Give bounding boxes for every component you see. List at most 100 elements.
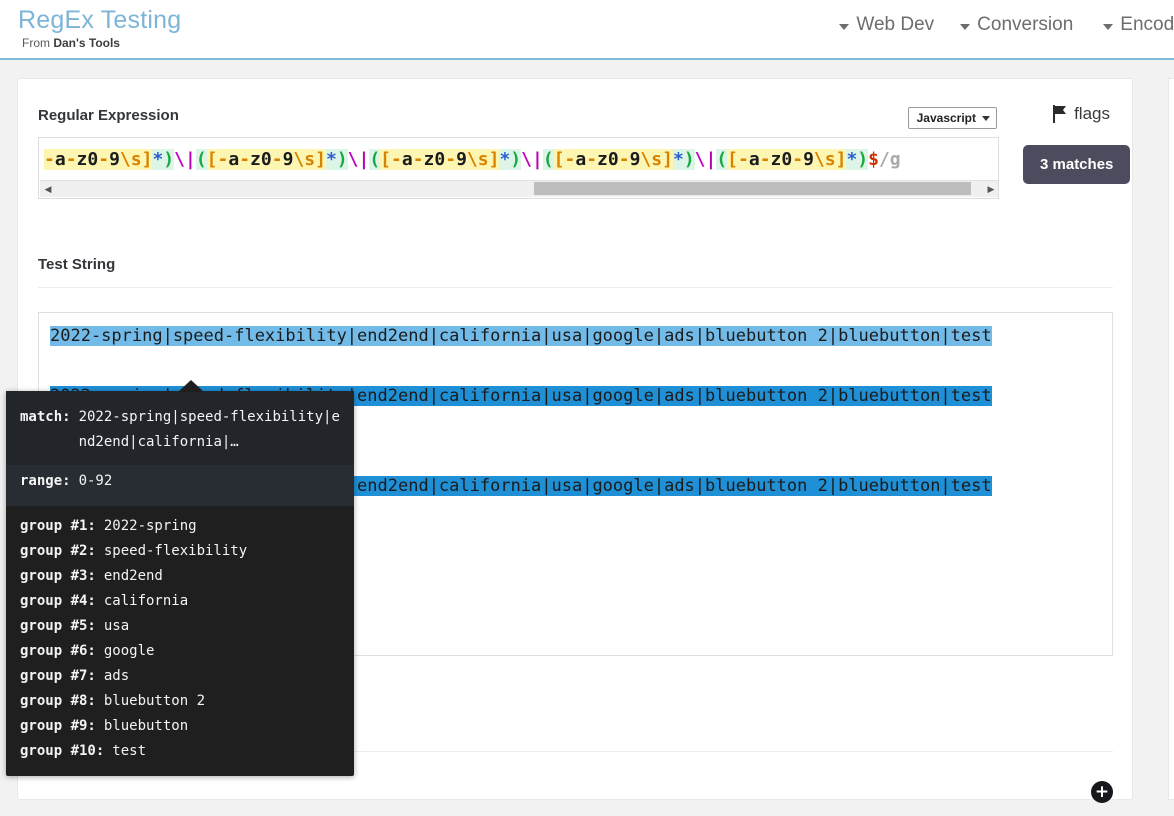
- nav-item-conversion[interactable]: Conversion: [960, 14, 1073, 36]
- regex-token-class: a: [228, 149, 240, 170]
- tooltip-group-value: california: [103, 593, 189, 609]
- tooltip-group-value: usa: [103, 618, 130, 634]
- regex-token-paren: (: [369, 149, 381, 170]
- language-select[interactable]: Javascript: [907, 107, 997, 129]
- flags-toggle[interactable]: flags: [1052, 104, 1110, 124]
- nav-item-web-dev[interactable]: Web Dev: [839, 14, 934, 36]
- match-highlight[interactable]: 2022-spring|speed-flexibility|end2end|ca…: [50, 326, 992, 346]
- regex-token-class: ]: [662, 149, 673, 170]
- regex-token-class: z0: [597, 149, 619, 170]
- tooltip-range-key: range:: [20, 473, 71, 489]
- regex-token-escape: \s: [119, 149, 142, 170]
- regex-pattern-text: -a-z0-9\s]*)\|([-a-z0-9\s]*)\|([-a-z0-9\…: [44, 145, 901, 175]
- regex-token-class: z0: [76, 149, 99, 170]
- regex-token-class: -: [412, 149, 424, 170]
- nav-item-label: Conversion: [977, 14, 1074, 35]
- regex-token-class: -: [65, 149, 77, 170]
- regex-token-class: ]: [835, 149, 847, 170]
- regex-token-class: [-: [206, 149, 229, 170]
- regex-token-alt: |: [705, 149, 717, 170]
- tooltip-group-key: group #6:: [20, 643, 96, 659]
- test-string-match-row[interactable]: 2022-spring|speed-flexibility|end2end|ca…: [50, 321, 1089, 351]
- tooltip-range-section: range: 0-92: [6, 465, 354, 506]
- brand[interactable]: RegEx Testing From Dan's Tools: [18, 6, 181, 50]
- regex-input[interactable]: -a-z0-9\s]*)\|([-a-z0-9\s]*)\|([-a-z0-9\…: [38, 137, 999, 199]
- regex-token-class: 9: [109, 149, 120, 170]
- regex-horizontal-scrollbar[interactable]: ◀ ▶: [40, 180, 998, 197]
- regex-token-class: [-: [553, 149, 576, 170]
- regex-token-paren: ): [336, 149, 348, 170]
- scroll-right-arrow-icon[interactable]: ▶: [987, 184, 995, 194]
- regex-token-paren: ): [683, 149, 695, 170]
- regex-token-class: [-: [727, 149, 749, 170]
- tooltip-groups-section: group #1: 2022-spring group #2: speed-flex…: [6, 506, 354, 768]
- regex-token-class: ]: [315, 149, 326, 170]
- regex-token-escape: \s: [293, 149, 316, 170]
- regex-token-class: 9: [629, 149, 641, 170]
- regex-token-escape: \: [521, 149, 532, 170]
- scrollbar-thumb[interactable]: [534, 182, 971, 195]
- regex-flags-suffix: /g: [878, 149, 901, 170]
- regex-token-class: a: [401, 149, 413, 170]
- tooltip-match-section: match: 2022-spring|speed-flexibility|end…: [6, 391, 354, 465]
- tooltip-match-row: match: 2022-spring|speed-flexibility|end…: [20, 405, 340, 455]
- add-substitution-button[interactable]: +: [1091, 781, 1113, 803]
- regex-token-class: ]: [488, 149, 500, 170]
- tooltip-group-row: group #9: bluebutton: [20, 714, 340, 739]
- regex-token-escape: \: [694, 149, 706, 170]
- chevron-down-icon: [982, 115, 990, 121]
- regex-token-paren: ): [857, 149, 869, 170]
- tooltip-group-key: group #3:: [20, 568, 96, 584]
- regex-token-escape: \s: [640, 149, 663, 170]
- test-string-label: Test String: [38, 256, 116, 273]
- tooltip-group-key: group #9:: [20, 718, 96, 734]
- nav-item-encode[interactable]: Encode/: [1103, 14, 1174, 36]
- tooltip-group-value: ads: [103, 668, 130, 684]
- regex-token-class: -: [759, 149, 771, 170]
- nav-item-label: Encode/: [1120, 14, 1174, 35]
- tooltip-group-value: bluebutton: [103, 718, 189, 734]
- tooltip-group-row: group #1: 2022-spring: [20, 514, 340, 539]
- brand-subtitle: From Dan's Tools: [22, 36, 181, 50]
- regex-token-class: ]: [141, 149, 153, 170]
- tooltip-group-row: group #3: end2end: [20, 564, 340, 589]
- chevron-down-icon: [1103, 23, 1114, 30]
- chevron-down-icon: [960, 23, 971, 30]
- tooltip-group-value: bluebutton 2: [103, 693, 206, 709]
- brand-subtitle-strong: Dan's Tools: [53, 36, 120, 50]
- tooltip-group-value: speed-flexibility: [103, 543, 248, 559]
- flag-icon: [1052, 105, 1068, 123]
- tooltip-group-key: group #1:: [20, 518, 96, 534]
- tooltip-group-key: group #8:: [20, 693, 96, 709]
- regex-token-alt: |: [358, 149, 370, 170]
- regular-expression-label: Regular Expression: [38, 107, 179, 124]
- flags-label: flags: [1074, 104, 1110, 123]
- regex-token-class: z0: [770, 149, 793, 170]
- regex-token-class: -: [618, 149, 630, 170]
- tooltip-group-value: test: [112, 743, 147, 759]
- regex-token-anchor: $: [868, 149, 879, 170]
- regex-token-class: a: [748, 149, 760, 170]
- tooltip-group-key: group #4:: [20, 593, 96, 609]
- tooltip-match-key: match:: [20, 409, 71, 425]
- tooltip-group-row: group #10: test: [20, 739, 340, 764]
- nav-item-label: Web Dev: [856, 14, 935, 35]
- regex-token-alt: |: [531, 149, 543, 170]
- tooltip-group-key: group #2:: [20, 543, 96, 559]
- tooltip-group-value: end2end: [103, 568, 163, 584]
- scroll-left-arrow-icon[interactable]: ◀: [44, 184, 52, 194]
- tooltip-group-row: group #2: speed-flexibility: [20, 539, 340, 564]
- language-select-value: Javascript: [916, 111, 976, 125]
- regex-token-escape: \: [174, 149, 185, 170]
- tooltip-group-key: group #10:: [20, 743, 105, 759]
- regex-token-class: -: [44, 149, 55, 170]
- tooltip-group-value: 2022-spring: [103, 518, 197, 534]
- regex-token-escape: \s: [813, 149, 836, 170]
- regex-token-escape: \: [347, 149, 359, 170]
- tooltip-group-key: group #7:: [20, 668, 96, 684]
- match-count-badge[interactable]: 3 matches: [1023, 145, 1131, 184]
- regex-token-quantifier: *: [499, 149, 511, 170]
- nav-links: Web Dev Conversion Encode/: [839, 14, 1174, 36]
- tooltip-group-row: group #7: ads: [20, 664, 340, 689]
